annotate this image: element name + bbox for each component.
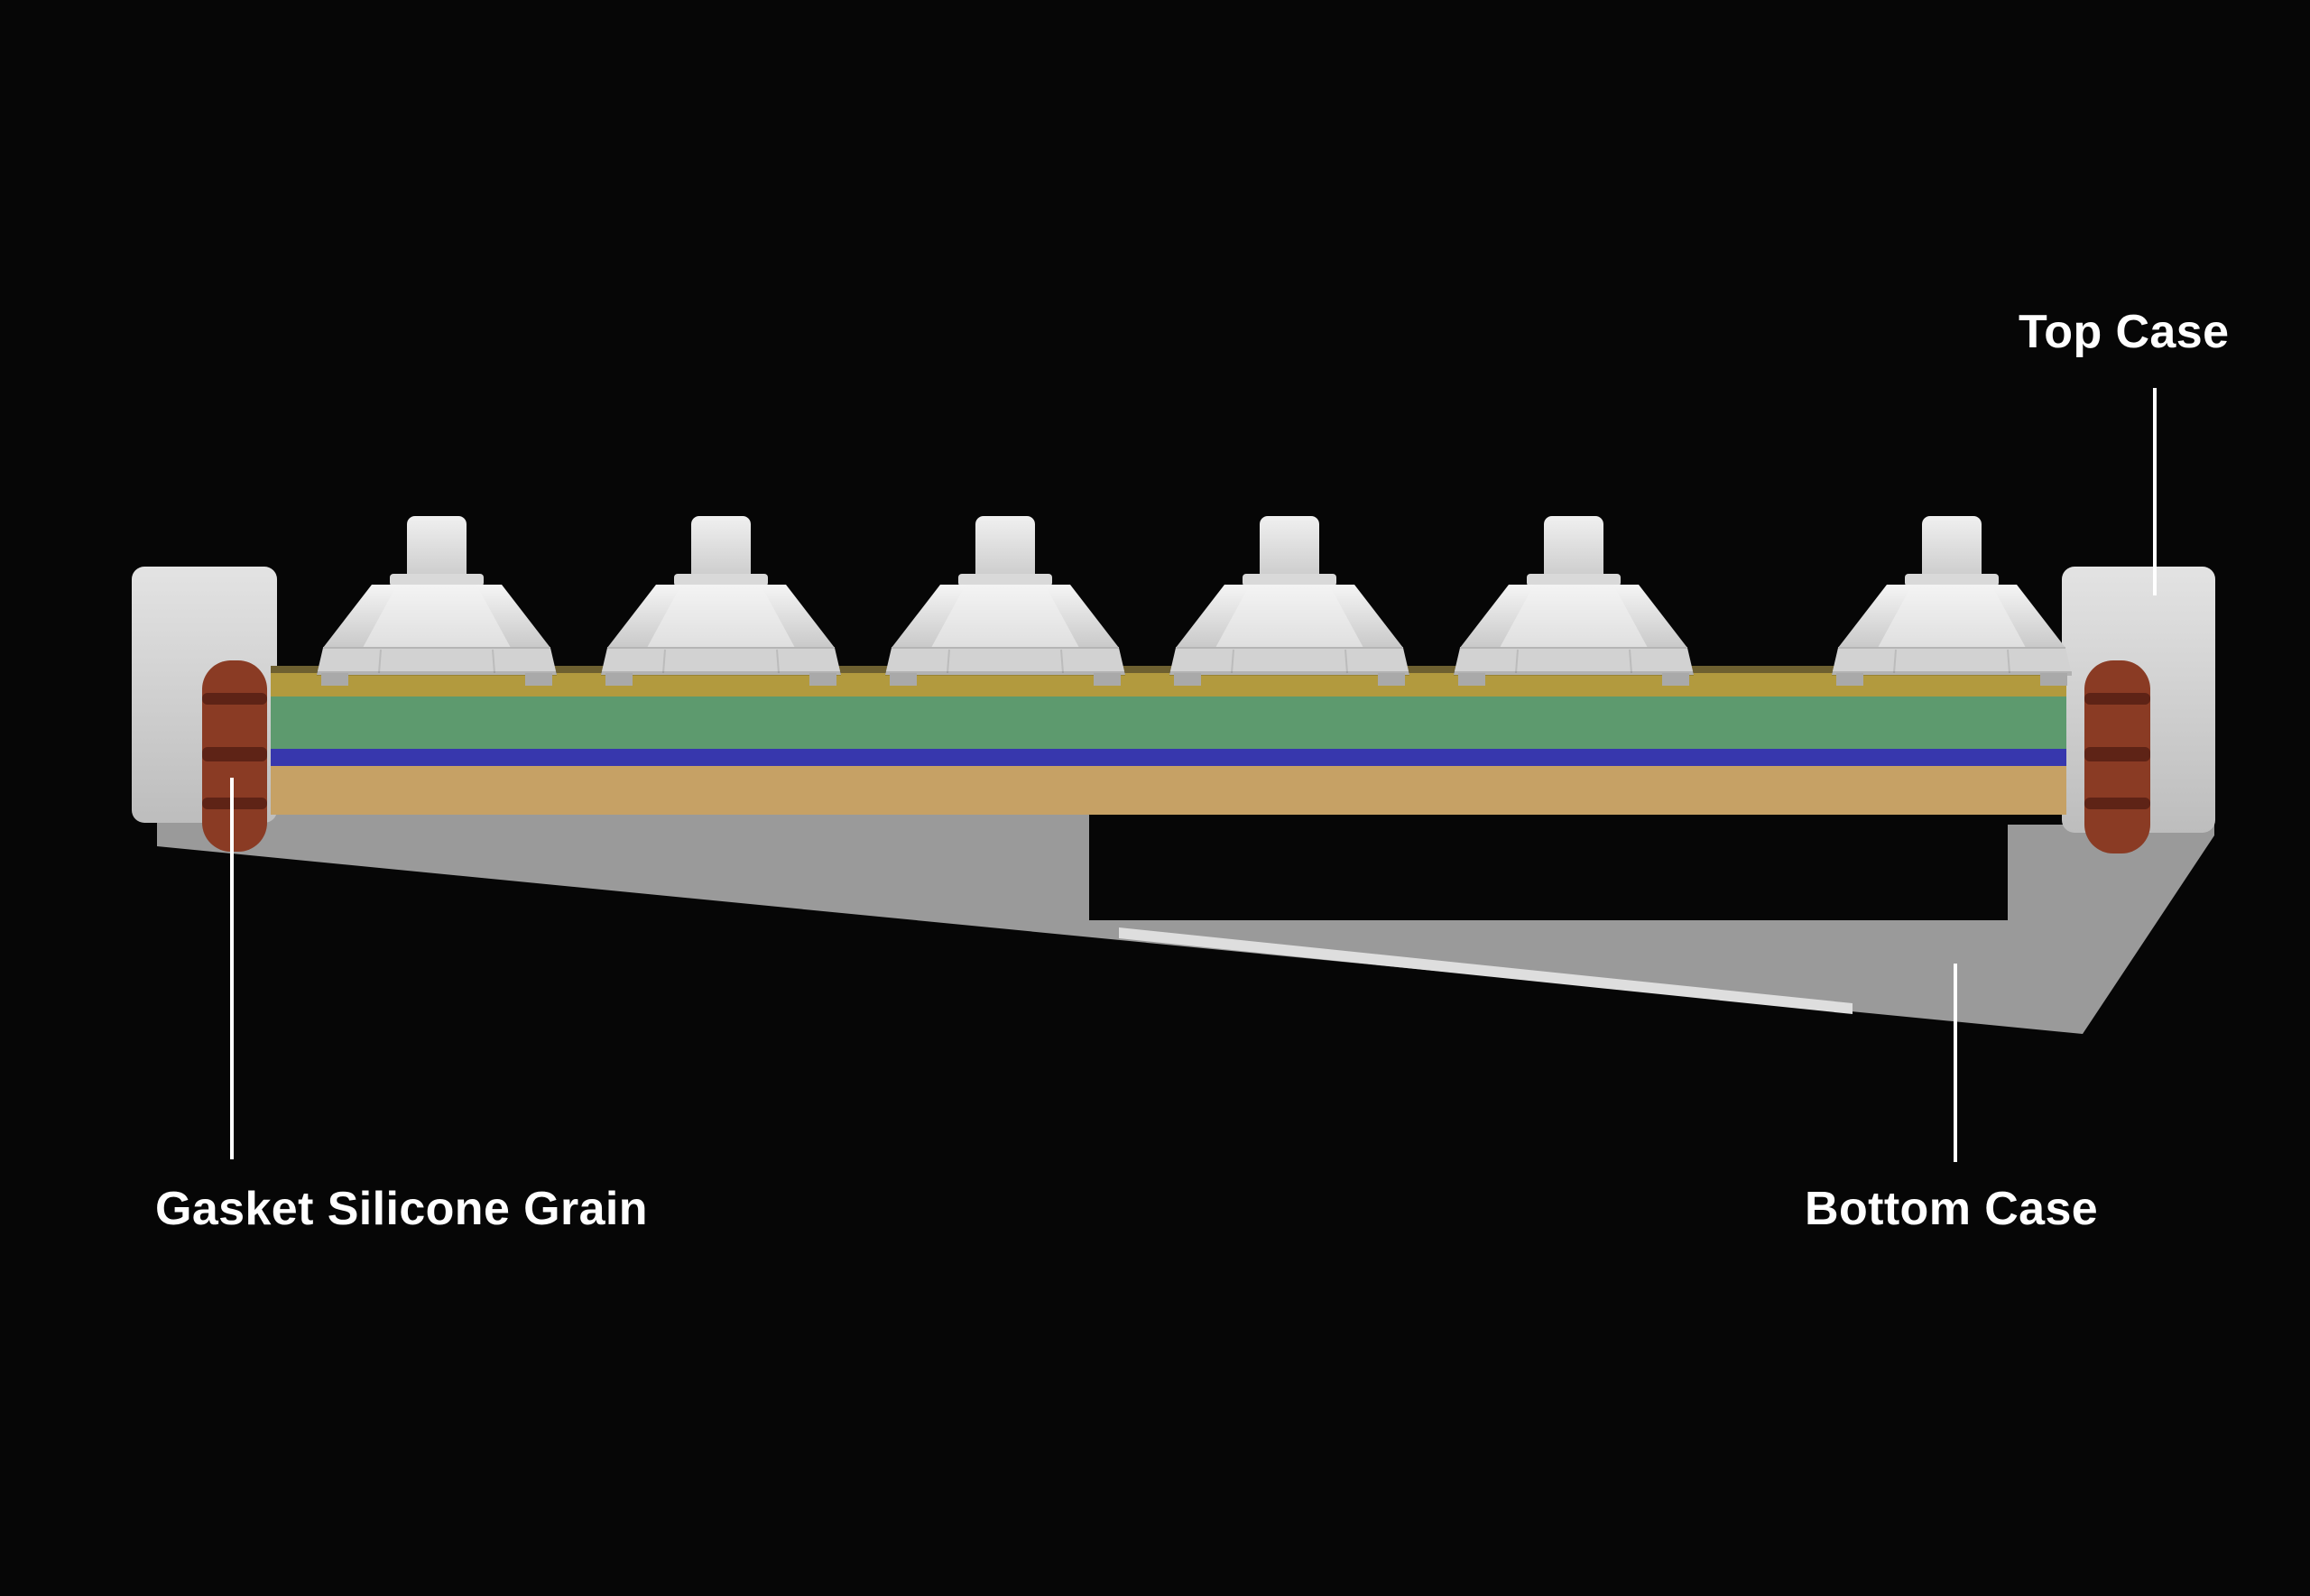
top-case-label: Top Case xyxy=(2019,306,2230,358)
switch-3 xyxy=(884,515,1126,687)
internal-weight-strip xyxy=(1119,927,1853,1014)
left-gasket-band xyxy=(202,747,267,761)
left-gasket-band xyxy=(202,798,267,809)
plate-top-edge xyxy=(271,666,2066,673)
left-gasket xyxy=(202,660,267,852)
plate-layer xyxy=(271,673,2066,697)
plate-foam-layer xyxy=(271,697,2066,749)
bottom-case-label: Bottom Case xyxy=(1805,1183,2099,1235)
switch-4 xyxy=(1169,515,1410,687)
pcb-layer xyxy=(271,749,2066,766)
left-gasket-band xyxy=(202,693,267,705)
right-gasket-band xyxy=(2084,693,2150,705)
right-gasket xyxy=(2084,660,2150,853)
right-gasket-band xyxy=(2084,747,2150,761)
switch-1 xyxy=(316,515,558,687)
gasket-silicone-grain-label: Gasket Silicone Grain xyxy=(155,1183,648,1235)
right-gasket-band xyxy=(2084,798,2150,809)
switch-2 xyxy=(600,515,842,687)
switch-6 xyxy=(1831,515,2073,687)
switch-5 xyxy=(1453,515,1695,687)
bottom-case-shape xyxy=(157,813,2214,1034)
case-foam-layer xyxy=(271,766,2066,815)
